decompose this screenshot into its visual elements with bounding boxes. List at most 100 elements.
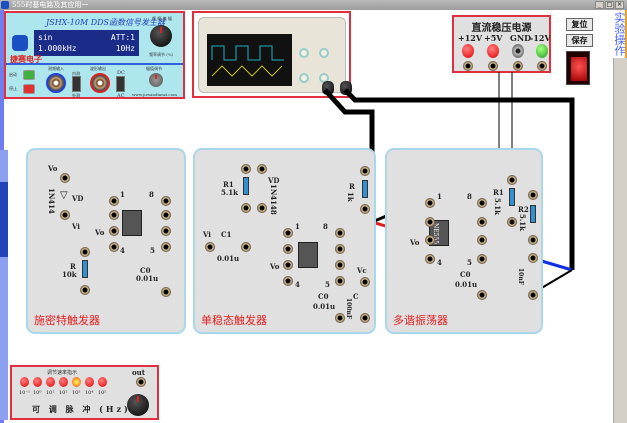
schmitt-trigger-panel: Vo 1N414 VD ▽ Vi R 10k 1 Vo 4 8 5 C0 0.0… [26,148,186,334]
stop-label: 停止 [9,86,17,91]
rate-led-0[interactable] [20,377,29,387]
vc-jack[interactable] [360,277,370,287]
lcd-wave: sin [38,33,53,42]
c-bottom-jack[interactable] [360,313,370,323]
coupling-switch[interactable] [116,76,125,92]
pin6-jack[interactable] [335,260,345,270]
pin1-jack[interactable] [283,228,293,238]
scope-knob-1[interactable] [299,48,309,58]
power-switch[interactable] [566,51,590,85]
c-bottom-jack[interactable] [528,290,538,300]
wave-output-bnc[interactable] [90,73,110,93]
jack-neg12v[interactable] [537,61,547,71]
pulse-out-jack[interactable] [136,377,146,387]
jack-gnd[interactable] [513,61,523,71]
rate-led-2[interactable] [46,377,55,387]
scope-knob-3[interactable] [299,73,309,83]
label-r-val: 1k [346,192,355,202]
pin2-jack[interactable] [109,210,119,220]
rate-led-6[interactable] [98,377,107,387]
schmitt-r-top-jack[interactable] [80,247,90,257]
frequency-knob[interactable] [150,25,172,47]
r1-top-jack[interactable] [241,164,251,174]
save-button[interactable]: 保存 [566,34,593,47]
label-vo-top: Vo [48,164,58,173]
pin7-jack[interactable] [161,210,171,220]
c0-bottom-jack[interactable] [161,287,171,297]
bnc-in-label: 测频输入 [48,66,64,71]
psu-label-12v: +12V [458,33,483,43]
pin1-jack[interactable] [109,196,119,206]
pin5-jack[interactable] [161,242,171,252]
close-button[interactable]: × [615,1,624,9]
pin8-jack[interactable] [477,198,487,208]
c1-right-jack[interactable] [241,242,251,252]
label-c-val: 100nF [345,298,352,320]
coupling-dc-label: DC [117,70,125,76]
brand-logo-icon [12,35,28,51]
pin4-jack[interactable] [109,242,119,252]
scope-screen [207,34,292,86]
r-bottom-jack[interactable] [360,204,370,214]
pin5-jack[interactable] [335,276,345,286]
pin7-jack[interactable] [477,217,487,227]
pulse-rate-knob[interactable] [127,394,149,416]
label-pin8: 8 [467,192,472,201]
r1-bottom-jack[interactable] [241,203,251,213]
schmitt-r-bottom-jack[interactable] [80,285,90,295]
pin7-jack[interactable] [335,244,345,254]
scope-knob-2[interactable] [319,48,329,58]
range-switch-top-label: 内测 [72,71,80,76]
pin2-jack[interactable] [283,244,293,254]
r1-top-jack[interactable] [507,175,517,185]
oscilloscope[interactable] [192,11,352,98]
r-top-jack[interactable] [360,166,370,176]
c0-bottom-jack[interactable] [335,313,345,323]
reset-button[interactable]: 复位 [566,18,593,31]
pin4-jack[interactable] [425,254,435,264]
psu-label-5v: +5V [484,33,503,43]
c0-bottom-jack[interactable] [477,290,487,300]
pin2-jack[interactable] [425,217,435,227]
pin3-jack[interactable] [283,260,293,270]
minimize-button[interactable]: _ [595,1,604,9]
label-vo: Vo [95,228,105,237]
amplitude-knob[interactable] [149,73,163,87]
label-pin4: 4 [437,258,442,267]
maximize-button[interactable]: □ [605,1,614,9]
pin3-jack[interactable] [109,226,119,236]
stop-button[interactable] [23,84,35,94]
rate-led-1[interactable] [33,377,42,387]
freq-input-bnc[interactable] [46,73,66,93]
pin4-jack[interactable] [283,276,293,286]
c-top-jack[interactable] [528,253,538,263]
range-switch[interactable] [72,76,81,92]
r2-top-jack[interactable] [528,190,538,200]
vi-jack[interactable] [205,242,215,252]
panel-title: 施密特触发器 [34,314,100,327]
out-label: out [132,368,145,377]
jack-12v[interactable] [463,61,473,71]
jack-5v[interactable] [488,61,498,71]
vd-top-jack[interactable] [257,164,267,174]
pin5-jack[interactable] [477,254,487,264]
pin6-jack[interactable] [161,226,171,236]
r1-bottom-jack[interactable] [507,217,517,227]
pin8-jack[interactable] [161,196,171,206]
pin8-jack[interactable] [335,228,345,238]
pin1-jack[interactable] [425,198,435,208]
vd-bottom-jack[interactable] [257,203,267,213]
ch2-probe-wire [343,88,575,270]
rate-led-3[interactable] [59,377,68,387]
schmitt-vi-jack[interactable] [60,210,70,220]
label-r1: R1 [223,180,234,189]
resistor-r [362,180,368,198]
r2-bottom-jack[interactable] [528,235,538,245]
schmitt-vo-jack[interactable] [60,173,70,183]
rate-led-4-active[interactable] [72,377,81,387]
pin3-jack[interactable] [425,235,435,245]
start-button[interactable] [23,70,35,80]
tab-experiment-ops[interactable]: 实验操作 [612,10,627,58]
pin6-jack[interactable] [477,235,487,245]
rate-led-5[interactable] [85,377,94,387]
